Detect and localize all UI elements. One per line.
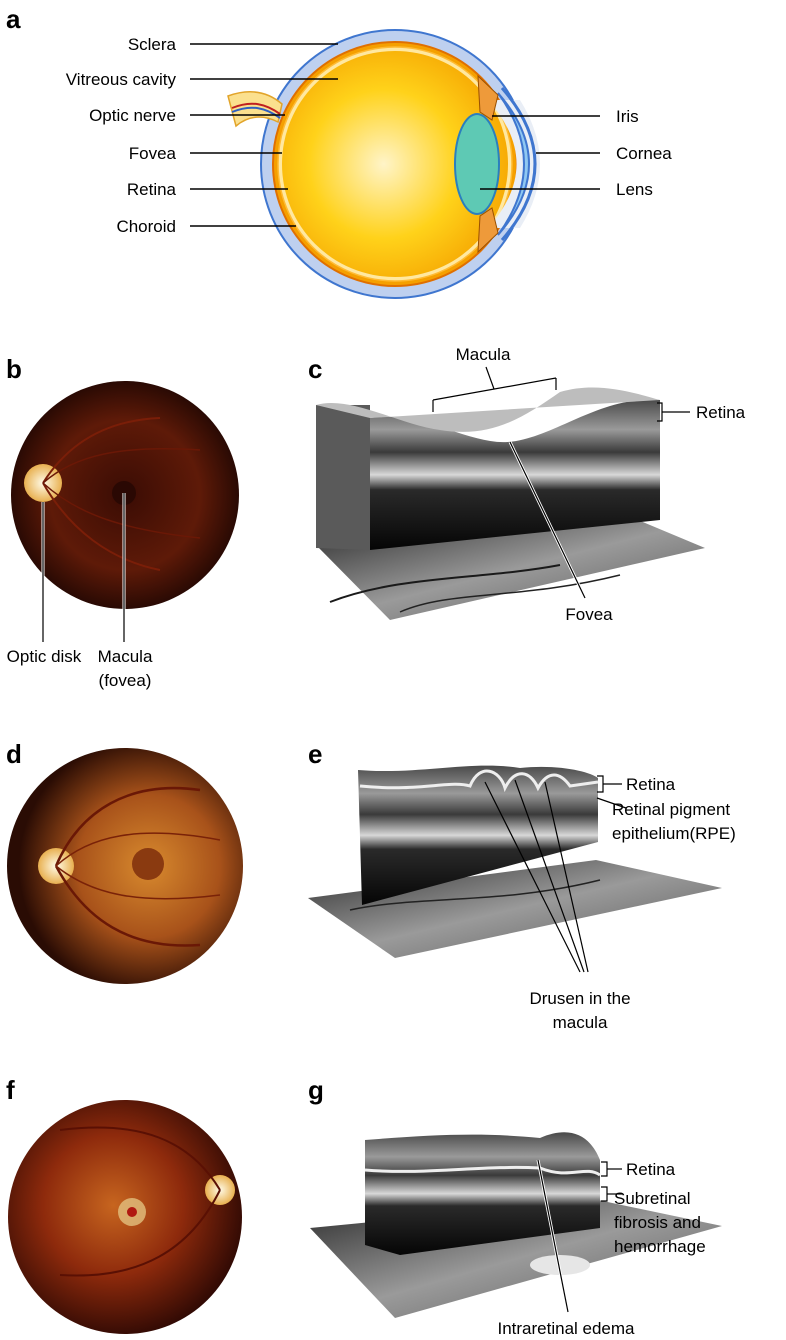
lens-shape [454,113,500,215]
label-sclera: Sclera [128,35,177,54]
label-macula-b: Macula [98,647,153,666]
cornea-shape [497,92,530,236]
eye-leader-lines [190,43,600,227]
panel-label-f: f [6,1075,15,1105]
panel-label-a: a [6,4,21,34]
label-retina-a: Retina [127,180,177,199]
label-subretinal-line2: fibrosis and [614,1213,701,1232]
label-cornea: Cornea [616,144,672,163]
label-fovea-c: Fovea [565,605,613,624]
label-vitreous-cavity: Vitreous cavity [66,70,177,89]
label-retina-c: Retina [696,403,746,422]
panel-label-g: g [308,1075,324,1105]
optic-nerve-shape [227,91,283,128]
vitreous-shape [282,51,508,277]
label-rpe-line2: epithelium(RPE) [612,824,736,843]
panel-label-e: e [308,739,322,769]
label-retina-e: Retina [626,775,676,794]
oct-volume-g [310,1132,722,1318]
fundus-image-f [8,1100,242,1334]
fundus-image-d [7,748,243,984]
label-fovea-a: Fovea [129,144,177,163]
eye-diagram [227,29,540,299]
label-subretinal-line3: hemorrhage [614,1237,706,1256]
anterior-chamber [488,100,540,228]
label-optic-nerve: Optic nerve [89,106,176,125]
oct-volume-c [316,387,705,620]
label-iris: Iris [616,107,639,126]
label-macula-c: Macula [456,345,511,364]
label-intraretinal-edema: Intraretinal edema [497,1319,635,1338]
label-rpe-line1: Retinal pigment [612,800,730,819]
panel-label-c: c [308,354,322,384]
label-subretinal-line1: Subretinal [614,1189,691,1208]
label-choroid: Choroid [116,217,176,236]
label-retina-g: Retina [626,1160,676,1179]
iris-shape [477,74,499,121]
oct-volume-e [308,765,722,958]
panel-label-b: b [6,354,22,384]
label-drusen-line2: macula [553,1013,608,1032]
label-fovea-b: (fovea) [99,671,152,690]
label-optic-disk: Optic disk [7,647,82,666]
panel-label-d: d [6,739,22,769]
label-lens: Lens [616,180,653,199]
label-drusen-line1: Drusen in the [529,989,630,1008]
